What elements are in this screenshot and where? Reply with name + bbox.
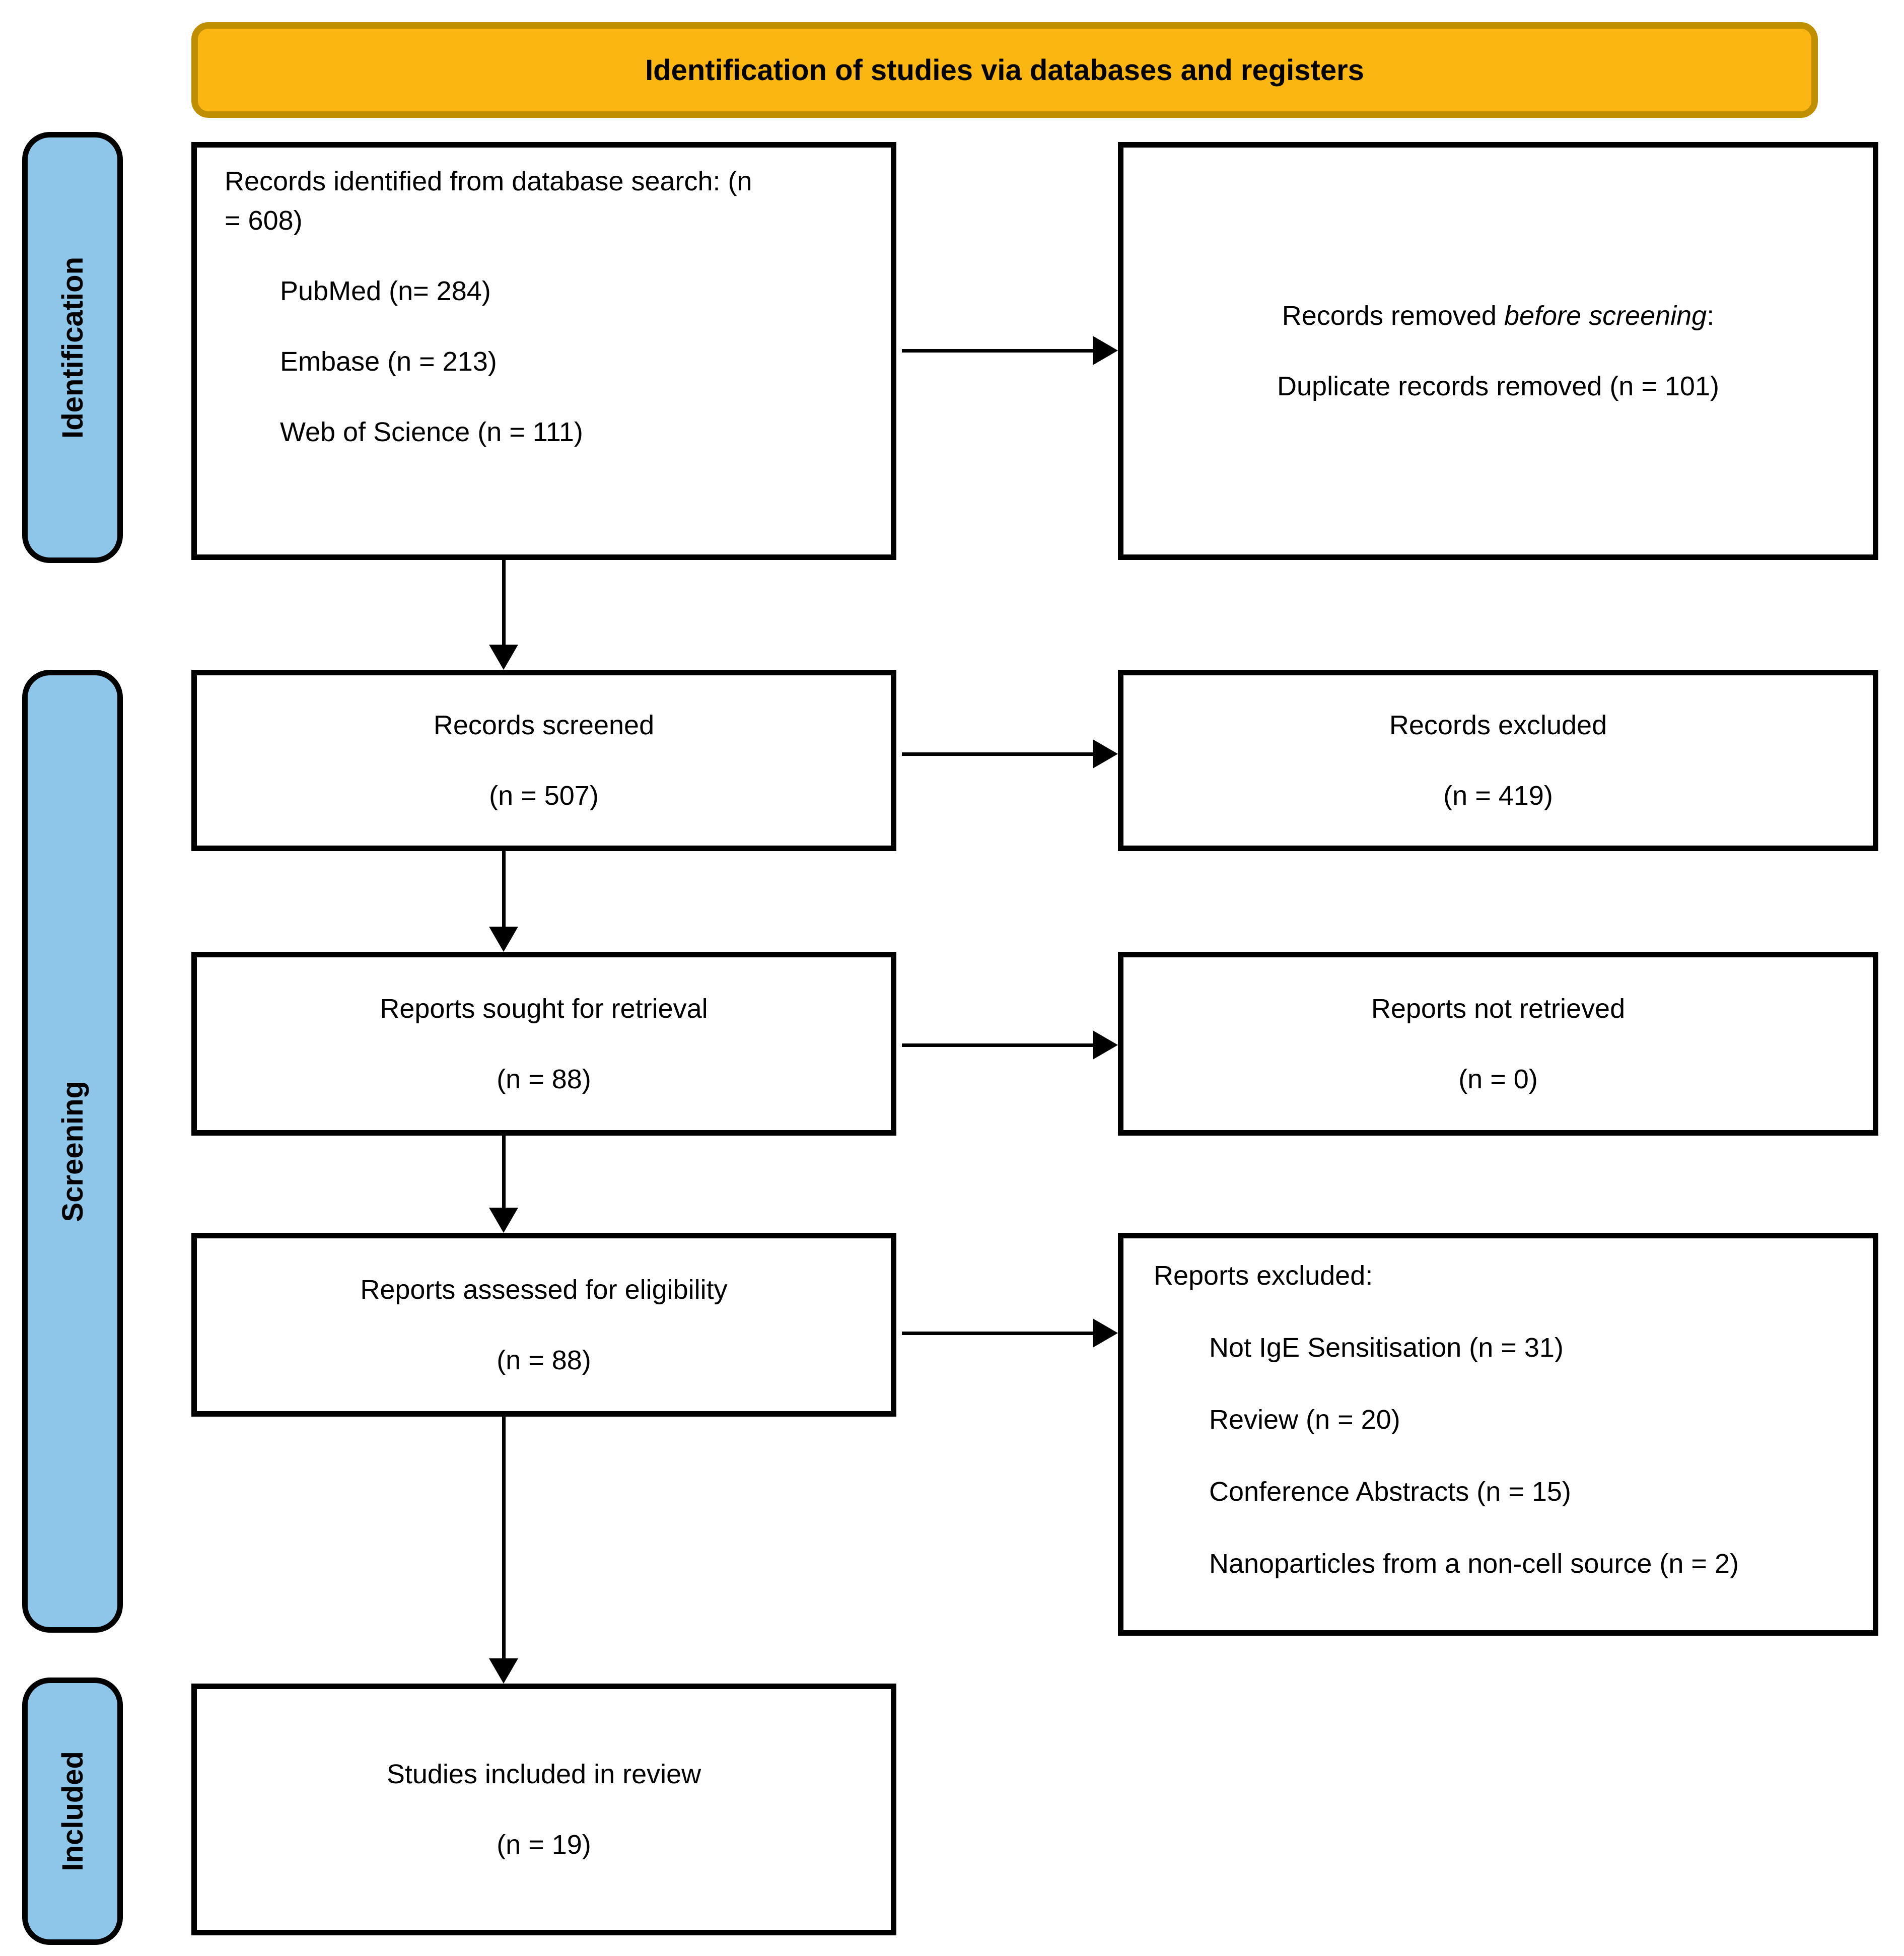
reports-excluded-heading: Reports excluded: <box>1154 1261 1373 1291</box>
reports-assessed-line2: (n = 88) <box>497 1345 591 1375</box>
reports-sought-line1: Reports sought for retrieval <box>380 993 708 1024</box>
records-identified-line1: Records identified from database search:… <box>225 166 752 196</box>
records-identified-line2: = 608) <box>225 205 303 236</box>
stage-label-screening-text: Screening <box>56 1080 89 1222</box>
box-records-identified: Records identified from database search:… <box>191 142 896 560</box>
reports-not-retrieved-line1: Reports not retrieved <box>1371 993 1626 1024</box>
records-identified-source-embase: Embase (n = 213) <box>280 346 497 377</box>
stage-label-identification-text: Identification <box>56 256 89 439</box>
records-identified-source-pubmed: PubMed (n= 284) <box>280 276 491 306</box>
records-removed-heading-suffix: : <box>1707 301 1715 331</box>
box-reports-assessed: Reports assessed for eligibility (n = 88… <box>191 1233 896 1417</box>
studies-included-line2: (n = 19) <box>497 1830 591 1860</box>
records-excluded-line2: (n = 419) <box>1443 781 1553 811</box>
box-records-excluded: Records excluded (n = 419) <box>1118 670 1878 851</box>
box-studies-included: Studies included in review (n = 19) <box>191 1684 896 1935</box>
arrow-identified-to-screened-line <box>502 560 506 646</box>
records-removed-heading-italic: before screening <box>1504 301 1707 331</box>
arrow-screened-to-sought-head <box>489 927 518 952</box>
stage-label-included: Included <box>22 1678 123 1945</box>
reports-excluded-reason-4: Nanoparticles from a non-cell source (n … <box>1209 1549 1739 1579</box>
records-removed-detail: Duplicate records removed (n = 101) <box>1277 371 1719 401</box>
reports-excluded-reason-3: Conference Abstracts (n = 15) <box>1209 1477 1571 1507</box>
arrow-screened-to-excluded-head <box>1093 739 1118 769</box>
reports-not-retrieved-line2: (n = 0) <box>1458 1064 1538 1094</box>
arrow-identified-to-screened-head <box>489 645 518 670</box>
arrow-identified-to-removed-line <box>902 349 1094 353</box>
arrow-screened-to-excluded-line <box>902 752 1094 756</box>
arrow-assessed-to-included-head <box>489 1658 518 1684</box>
reports-assessed-line1: Reports assessed for eligibility <box>360 1274 728 1305</box>
reports-sought-line2: (n = 88) <box>497 1064 591 1094</box>
box-reports-not-retrieved: Reports not retrieved (n = 0) <box>1118 952 1878 1136</box>
records-identified-source-wos: Web of Science (n = 111) <box>280 417 583 447</box>
box-records-screened: Records screened (n = 507) <box>191 670 896 851</box>
box-records-removed: Records removed before screening: Duplic… <box>1118 142 1878 560</box>
records-excluded-line1: Records excluded <box>1389 710 1607 740</box>
arrow-sought-to-not-retrieved-head <box>1093 1030 1118 1060</box>
stage-label-included-text: Included <box>56 1751 89 1871</box>
arrow-sought-to-assessed-head <box>489 1208 518 1233</box>
box-reports-sought: Reports sought for retrieval (n = 88) <box>191 952 896 1136</box>
stage-label-identification: Identification <box>22 132 123 563</box>
records-screened-line2: (n = 507) <box>489 781 599 811</box>
arrow-assessed-to-excluded-head <box>1093 1318 1118 1348</box>
reports-excluded-reason-1: Not IgE Sensitisation (n = 31) <box>1209 1333 1564 1363</box>
banner-title-text: Identification of studies via databases … <box>645 53 1364 87</box>
box-reports-excluded: Reports excluded: Not IgE Sensitisation … <box>1118 1233 1878 1636</box>
arrow-sought-to-assessed-line <box>502 1136 506 1209</box>
records-screened-line1: Records screened <box>433 710 655 740</box>
arrow-identified-to-removed-head <box>1093 336 1118 365</box>
banner-title: Identification of studies via databases … <box>191 22 1818 118</box>
records-removed-heading: Records removed before screening: <box>1282 296 1714 335</box>
arrow-assessed-to-included-line <box>502 1417 506 1659</box>
records-removed-heading-prefix: Records removed <box>1282 301 1504 331</box>
studies-included-line1: Studies included in review <box>386 1759 701 1789</box>
reports-excluded-reason-2: Review (n = 20) <box>1209 1405 1400 1435</box>
arrow-assessed-to-excluded-line <box>902 1332 1094 1335</box>
arrow-sought-to-not-retrieved-line <box>902 1043 1094 1047</box>
stage-label-screening: Screening <box>22 670 123 1633</box>
arrow-screened-to-sought-line <box>502 851 506 928</box>
